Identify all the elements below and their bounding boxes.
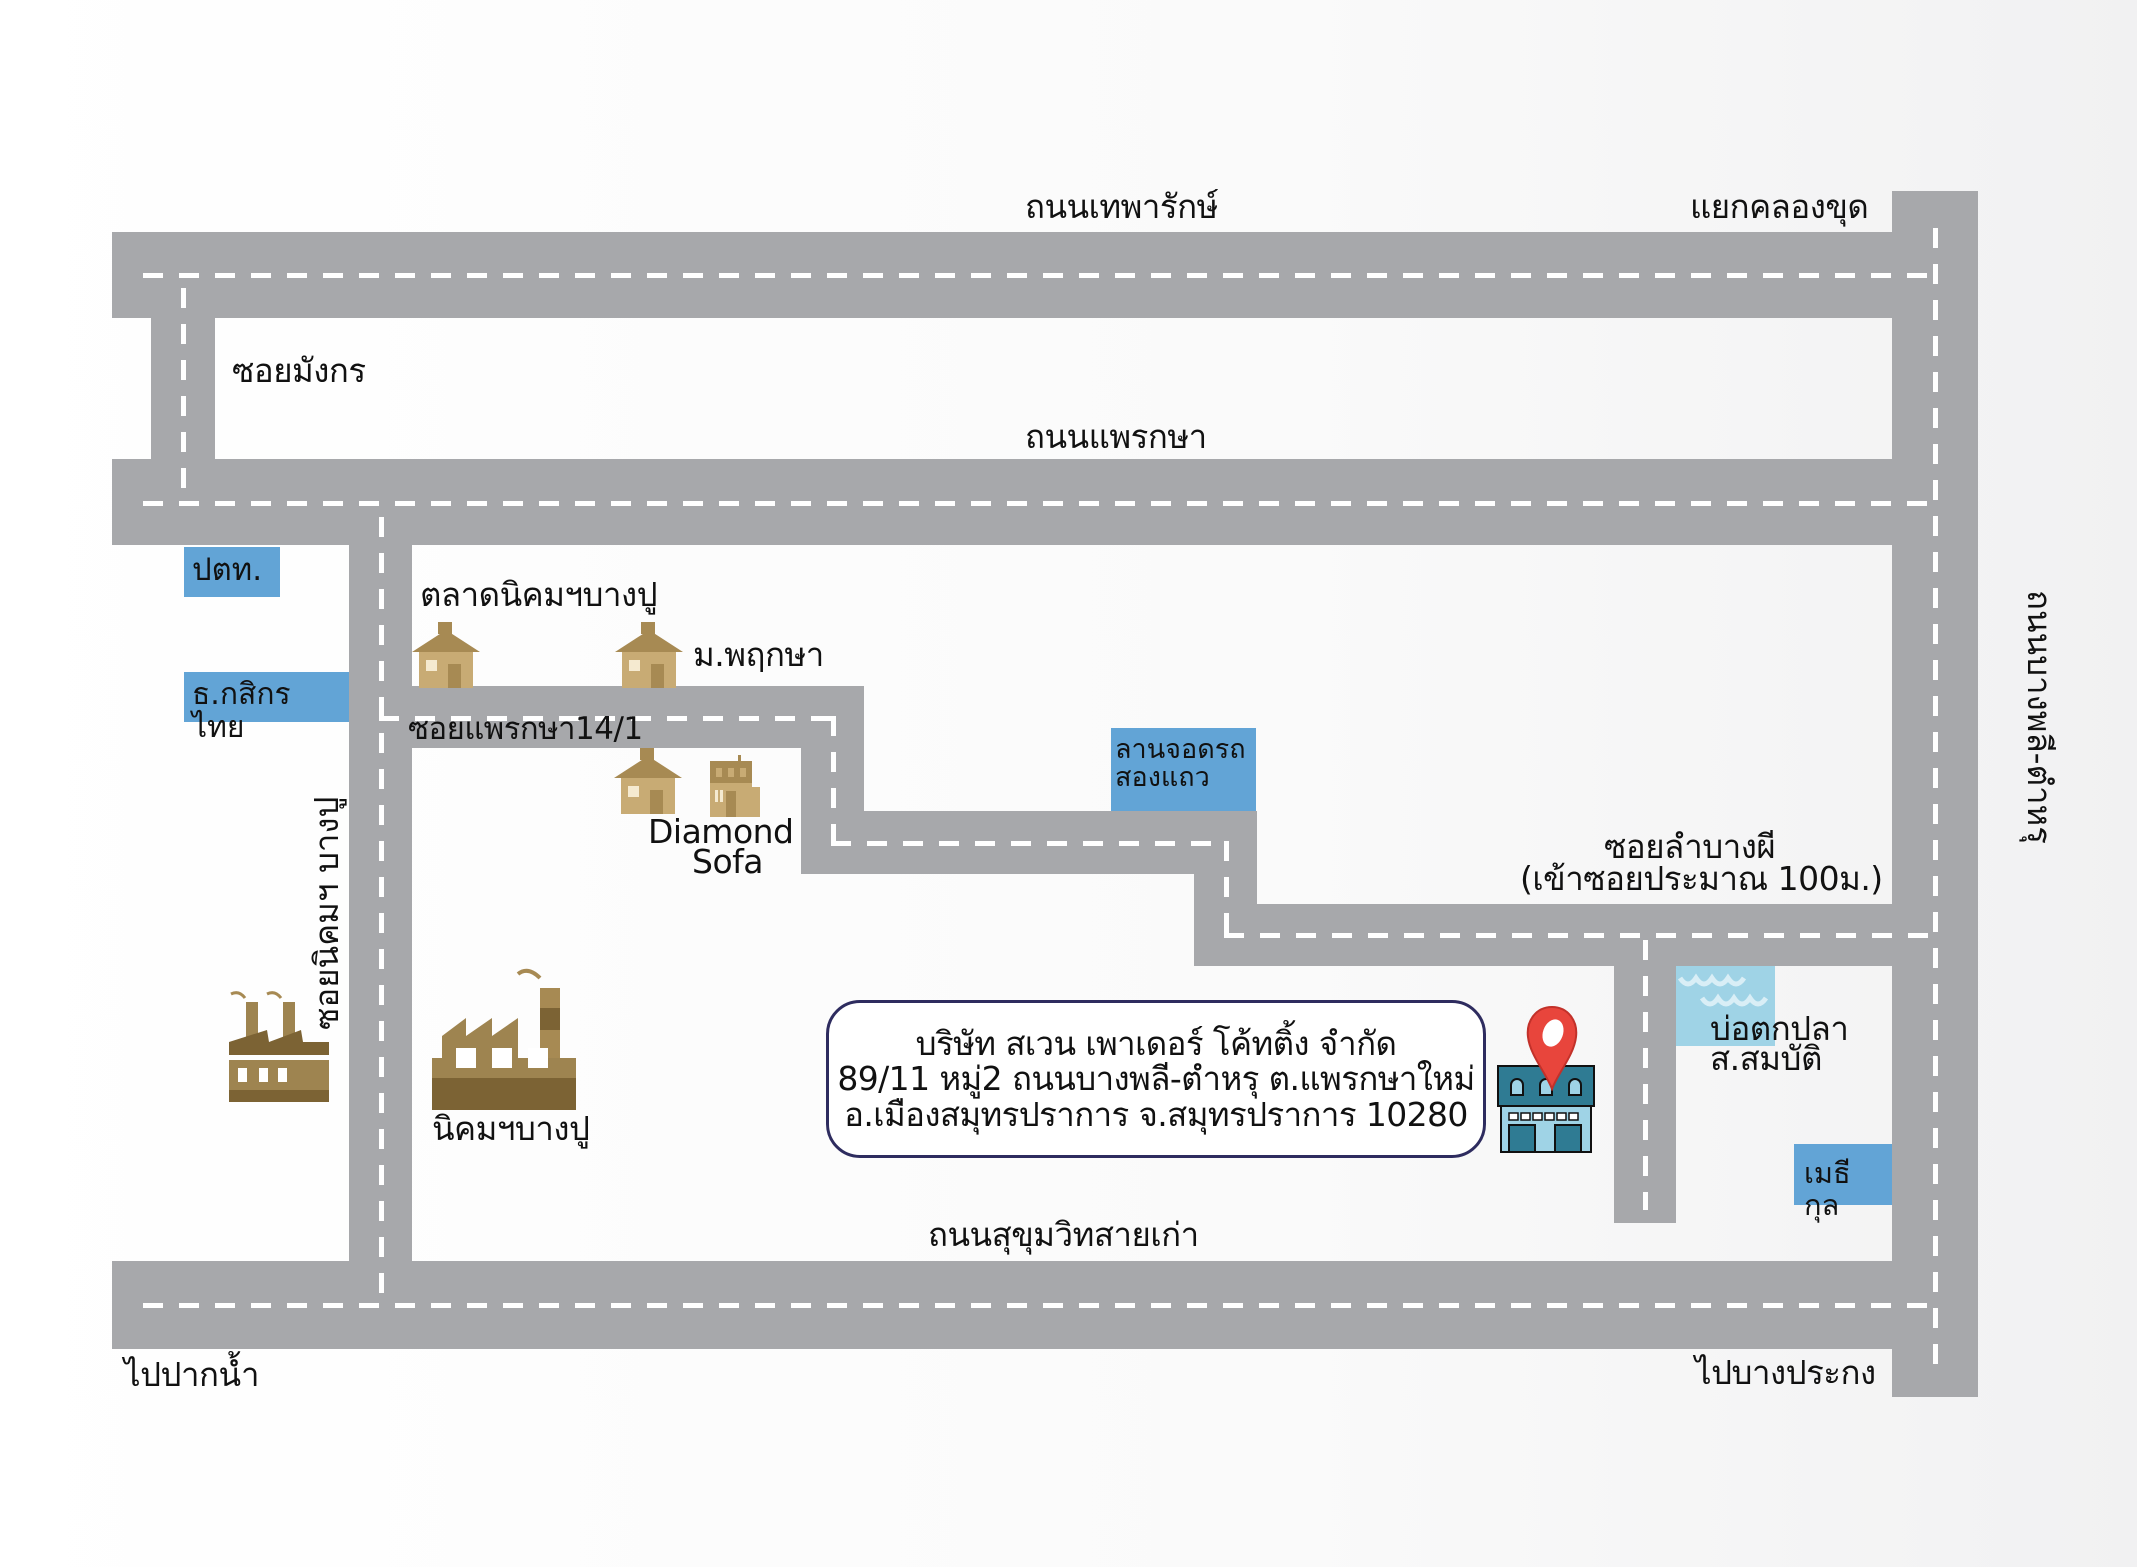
lane-marking xyxy=(831,841,1226,846)
poi-parking-line1: ลานจอดรถ xyxy=(1115,734,1246,765)
lane-marking xyxy=(831,716,836,843)
factory-icon xyxy=(229,990,329,1106)
label-industrial-estate: นิคมฯบางปู xyxy=(432,1109,590,1148)
company-address-box: บริษัท สเวน เพาเดอร์ โค้ทติ้ง จำกัด 89/1… xyxy=(826,1000,1486,1158)
lane-marking xyxy=(1224,933,1936,938)
factory-icon xyxy=(432,968,576,1114)
poi-parking-line2: สองแถว xyxy=(1115,762,1210,794)
lane-marking xyxy=(181,288,186,498)
lane-marking xyxy=(143,1303,1935,1308)
poi-kasikorn-bank: ธ.กสิกรไทย xyxy=(184,672,349,744)
location-pin-icon xyxy=(1524,1005,1580,1095)
road-label-bangphli-tamru: ถนนบางพลี-ตำหรุ xyxy=(2020,590,2059,845)
house-icon xyxy=(615,622,683,692)
company-address-line2: อ.เมืองสมุทรปราการ จ.สมุทรปราการ 10280 xyxy=(844,1094,1468,1134)
company-name: บริษัท สเวน เพาเดอร์ โค้ทติ้ง จำกัด xyxy=(915,1023,1397,1063)
road-label-soi-phraeksa-14-1: ซอยแพรกษา14/1 xyxy=(408,711,643,747)
lane-marking xyxy=(143,501,1935,506)
lane-marking xyxy=(379,517,384,1293)
road-label-thepharak: ถนนเทพารักษ์ xyxy=(1025,187,1218,226)
road-label-phraeksa: ถนนแพรกษา xyxy=(1025,417,1207,456)
poi-parking: ลานจอดรถ สองแถว xyxy=(1111,728,1256,811)
poi-ptt: ปตท. xyxy=(184,547,280,597)
road-label-khlong-khut: แยกคลองขุด xyxy=(1690,187,1869,226)
label-diamond-sofa-2: Sofa xyxy=(692,842,763,881)
label-fish-pond-1: บ่อตกปลา xyxy=(1710,1009,1849,1048)
road-label-soi-mangkon: ซอยมังกร xyxy=(232,351,366,390)
lane-marking xyxy=(1933,228,1938,1368)
poi-metrikul: เมธีกุล xyxy=(1794,1144,1892,1221)
label-diamond-sofa-1: Diamond xyxy=(648,812,794,851)
fish-pond-icon xyxy=(1676,966,1775,1046)
road-label-sukhumvit-old: ถนนสุขุมวิทสายเก่า xyxy=(928,1215,1199,1254)
label-village: ม.พฤกษา xyxy=(693,635,824,674)
sofa-shop-icon xyxy=(710,755,760,821)
company-address-line1: 89/11 หมู่2 ถนนบางพลี-ตำหรุ ต.แพรกษาใหม่ xyxy=(837,1059,1475,1099)
lane-marking xyxy=(379,716,831,721)
label-fish-pond-2: ส.สมบัติ xyxy=(1710,1039,1822,1078)
road-label-soi-lam-bang-phi-note: (เข้าซอยประมาณ 100ม.) xyxy=(1520,859,1883,898)
lane-marking xyxy=(143,273,1935,278)
house-icon xyxy=(614,748,682,818)
direction-label-bangprakong: ไปบางประกง xyxy=(1695,1353,1876,1392)
direction-label-paknam: ไปปากน้ำ xyxy=(124,1355,260,1394)
lane-marking xyxy=(1224,841,1229,936)
lane-marking xyxy=(1643,940,1648,1210)
house-icon xyxy=(412,622,480,692)
label-market: ตลาดนิคมฯบางปู xyxy=(420,575,658,614)
road-label-soi-lam-bang-phi: ซอยลำบางผี xyxy=(1604,827,1776,866)
